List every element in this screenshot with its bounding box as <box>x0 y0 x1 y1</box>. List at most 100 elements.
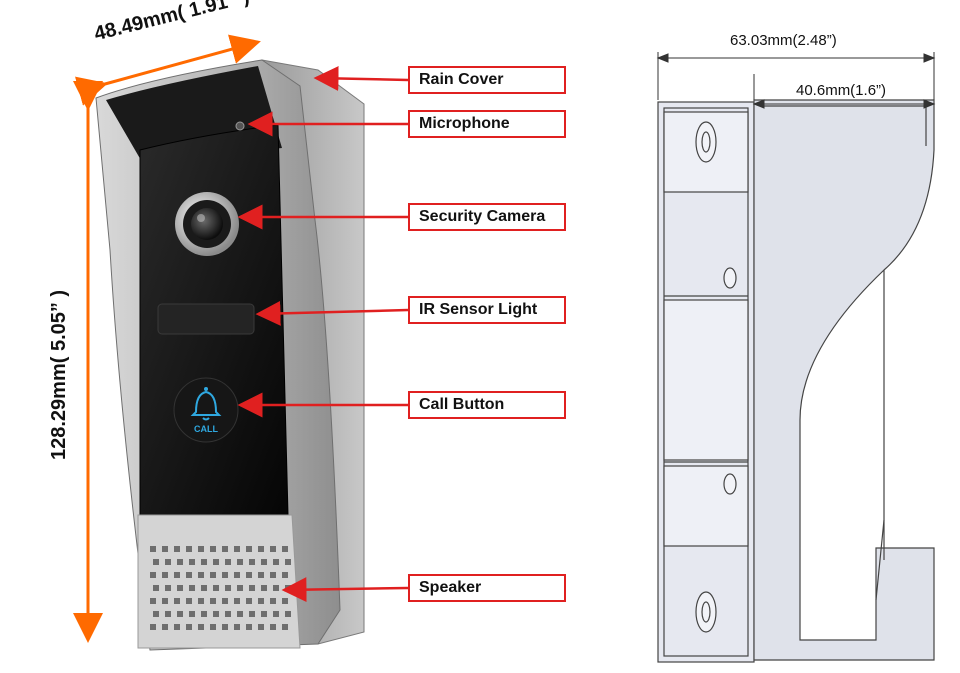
speaker-hole <box>165 585 171 591</box>
speaker-hole <box>246 624 252 630</box>
speaker-hole <box>234 624 240 630</box>
height-dimension-text: 128.29mm( 5.05” ) <box>48 289 70 460</box>
speaker-hole <box>201 559 207 565</box>
speaker-hole <box>189 559 195 565</box>
speaker-hole <box>258 572 264 578</box>
speaker-hole <box>189 611 195 617</box>
speaker-hole <box>210 546 216 552</box>
speaker-hole <box>186 624 192 630</box>
depth-dimension-lines <box>656 52 936 109</box>
speaker-hole <box>285 559 291 565</box>
call-button-text: CALL <box>194 424 218 434</box>
speaker-hole <box>261 585 267 591</box>
speaker-hole <box>150 546 156 552</box>
speaker-hole <box>162 624 168 630</box>
speaker-hole <box>165 559 171 565</box>
speaker-hole <box>201 611 207 617</box>
speaker-hole <box>270 598 276 604</box>
speaker-hole <box>198 546 204 552</box>
side-view-drawing <box>657 99 935 663</box>
speaker-hole <box>153 559 159 565</box>
speaker-hole <box>282 598 288 604</box>
speaker-hole <box>234 572 240 578</box>
speaker-hole <box>162 572 168 578</box>
camera-lens-icon <box>175 192 239 256</box>
speaker-hole <box>222 624 228 630</box>
speaker-hole <box>285 611 291 617</box>
speaker-hole <box>270 624 276 630</box>
speaker-hole <box>150 572 156 578</box>
call-button-graphic: CALL <box>173 377 239 443</box>
speaker-hole <box>258 546 264 552</box>
speaker-hole <box>282 572 288 578</box>
speaker-hole <box>273 611 279 617</box>
bell-icon <box>190 387 222 421</box>
security-camera-label: Security Camera <box>408 203 566 231</box>
speaker-hole <box>210 598 216 604</box>
speaker-hole <box>177 559 183 565</box>
speaker-hole <box>198 598 204 604</box>
speaker-hole <box>237 585 243 591</box>
speaker-hole <box>282 546 288 552</box>
speaker-hole <box>213 611 219 617</box>
call-button-label: Call Button <box>408 391 566 419</box>
speaker-hole <box>258 598 264 604</box>
speaker-hole <box>222 572 228 578</box>
ir-sensor-window <box>157 303 255 335</box>
speaker-hole <box>186 598 192 604</box>
speaker-hole <box>237 611 243 617</box>
speaker-hole <box>177 611 183 617</box>
speaker-holes <box>150 546 291 630</box>
speaker-hole <box>258 624 264 630</box>
speaker-hole <box>186 546 192 552</box>
speaker-label: Speaker <box>408 574 566 602</box>
speaker-hole <box>213 559 219 565</box>
speaker-hole <box>249 611 255 617</box>
speaker-hole <box>177 585 183 591</box>
speaker-hole <box>222 598 228 604</box>
front-depth-dimension-text: 40.6mm(1.6”) <box>796 82 887 99</box>
speaker-hole <box>237 559 243 565</box>
speaker-hole <box>162 598 168 604</box>
speaker-hole <box>234 598 240 604</box>
speaker-hole <box>225 611 231 617</box>
speaker-hole <box>153 611 159 617</box>
speaker-hole <box>198 572 204 578</box>
speaker-hole <box>174 624 180 630</box>
speaker-hole <box>225 585 231 591</box>
speaker-hole <box>150 598 156 604</box>
speaker-hole <box>273 559 279 565</box>
total-depth-dimension-text: 63.03mm(2.48”) <box>730 32 837 49</box>
speaker-hole <box>234 546 240 552</box>
speaker-hole <box>270 572 276 578</box>
speaker-hole <box>270 546 276 552</box>
speaker-hole <box>186 572 192 578</box>
speaker-hole <box>198 624 204 630</box>
speaker-hole <box>246 546 252 552</box>
speaker-hole <box>162 546 168 552</box>
ir-sensor-light-label: IR Sensor Light <box>408 296 566 324</box>
width-dimension-arrow <box>74 34 261 106</box>
speaker-hole <box>222 546 228 552</box>
speaker-hole <box>225 559 231 565</box>
callout-arrows <box>237 65 409 603</box>
speaker-hole <box>282 624 288 630</box>
speaker-hole <box>261 559 267 565</box>
speaker-hole <box>189 585 195 591</box>
speaker-hole <box>246 598 252 604</box>
doorbell-unit: CALL <box>95 59 365 651</box>
speaker-hole <box>165 611 171 617</box>
speaker-hole <box>201 585 207 591</box>
speaker-hole <box>261 611 267 617</box>
speaker-hole <box>210 572 216 578</box>
speaker-hole <box>210 624 216 630</box>
speaker-hole <box>213 585 219 591</box>
rain-cover-label: Rain Cover <box>408 66 566 94</box>
speaker-hole <box>174 598 180 604</box>
speaker-hole <box>150 624 156 630</box>
microphone-label: Microphone <box>408 110 566 138</box>
speaker-hole <box>249 559 255 565</box>
microphone-hole <box>235 121 245 131</box>
